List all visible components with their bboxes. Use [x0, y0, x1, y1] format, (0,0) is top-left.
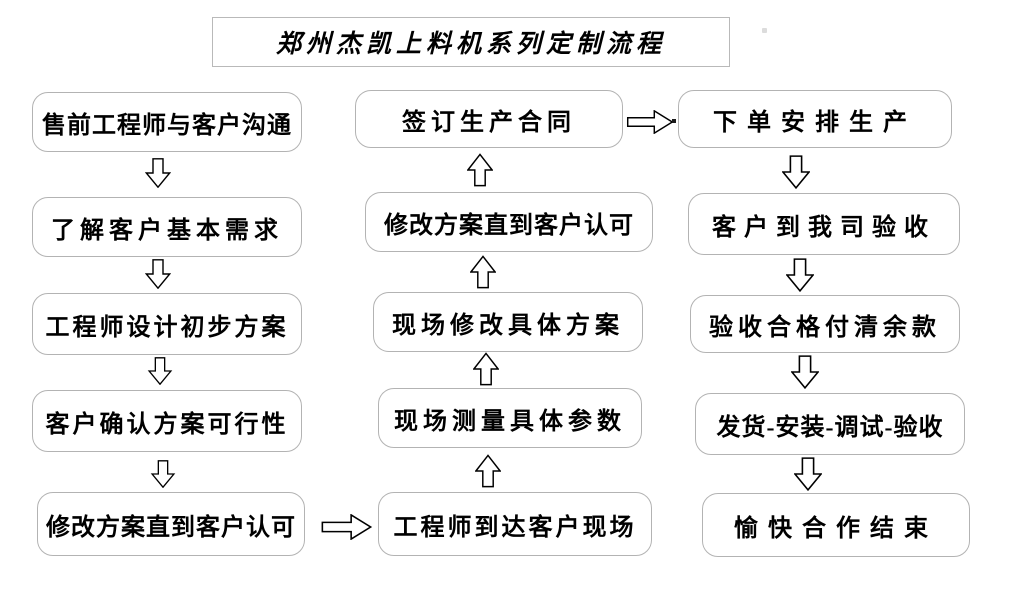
- step-onsite-measure-params: 现场测量具体参数: [378, 388, 642, 448]
- down-arrow-icon: [791, 355, 819, 389]
- down-arrow-icon: [145, 259, 171, 289]
- step-place-order-production: 下单安排生产: [678, 90, 952, 148]
- step-sign-contract: 签订生产合同: [355, 90, 623, 148]
- step-customer-acceptance-visit: 客户到我司验收: [688, 193, 960, 255]
- page-title: 郑州杰凯上料机系列定制流程: [212, 17, 730, 67]
- right-arrow-icon: [321, 514, 373, 540]
- down-arrow-icon: [147, 357, 173, 385]
- step-onsite-modify-plan: 现场修改具体方案: [373, 292, 643, 352]
- down-arrow-icon: [150, 460, 176, 488]
- right-arrow-icon: [626, 110, 674, 134]
- up-arrow-icon: [470, 255, 496, 289]
- up-arrow-icon: [473, 352, 499, 386]
- step-ship-install-debug-accept: 发货-安装-调试-验收: [695, 393, 965, 455]
- down-arrow-icon: [794, 457, 822, 492]
- step-presales-communication: 售前工程师与客户沟通: [32, 92, 302, 152]
- step-pay-remaining-balance: 验收合格付清余款: [690, 295, 960, 353]
- step-revise-until-approved: 修改方案直到客户认可: [37, 492, 305, 556]
- connector-endpoint-dot: [672, 119, 676, 123]
- down-arrow-icon: [786, 258, 814, 292]
- up-arrow-icon: [467, 153, 493, 187]
- step-engineer-arrive-site: 工程师到达客户现场: [378, 492, 652, 556]
- step-happy-cooperation-end: 愉快合作结束: [702, 493, 970, 557]
- artifact-dot: [762, 28, 767, 33]
- down-arrow-icon: [782, 155, 810, 189]
- up-arrow-icon: [475, 454, 501, 488]
- step-confirm-feasibility: 客户确认方案可行性: [32, 390, 302, 452]
- step-understand-needs: 了解客户基本需求: [32, 197, 302, 257]
- down-arrow-icon: [145, 158, 171, 188]
- step-design-draft-plan: 工程师设计初步方案: [32, 293, 302, 355]
- step-revise-until-approved-onsite: 修改方案直到客户认可: [365, 192, 653, 252]
